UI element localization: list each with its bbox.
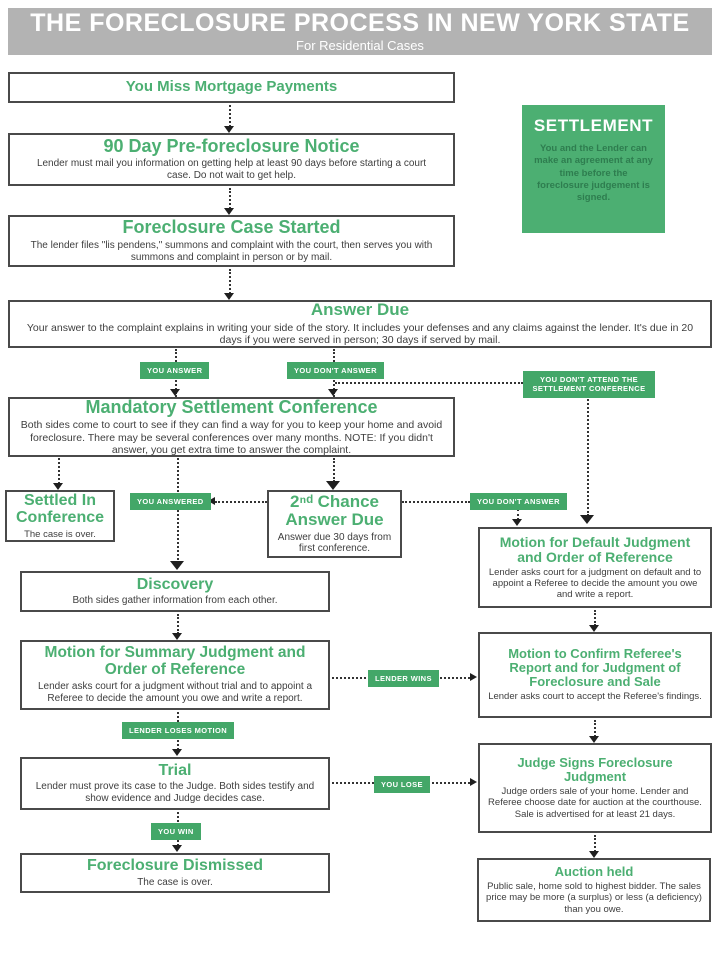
node-auction-title: Auction held: [554, 864, 634, 880]
node-foreclosure-dismissed: Foreclosure Dismissed The case is over.: [20, 853, 330, 893]
connector-second-chance-to-answered: [215, 501, 267, 503]
node-dismissed-body: The case is over.: [137, 876, 213, 888]
node-miss-payments: You Miss Mortgage Payments: [8, 72, 455, 103]
arrowhead-down: [172, 845, 182, 852]
node-confirm-referee: Motion to Confirm Referee's Report and f…: [478, 632, 712, 718]
node-preforeclosure-title: 90 Day Pre-foreclosure Notice: [103, 135, 360, 156]
node-auction-held: Auction held Public sale, home sold to h…: [477, 858, 711, 922]
page-title: THE FORECLOSURE PROCESS IN NEW YORK STAT…: [30, 8, 690, 37]
node-case-started-title: Foreclosure Case Started: [122, 217, 341, 238]
edge-label-you-dont-answer: YOU DON'T ANSWER: [287, 362, 384, 380]
node-settled-title: Settled In Conference: [15, 492, 105, 527]
node-answer-due-body: Your answer to the complaint explains in…: [26, 321, 694, 347]
node-answer-due: Answer Due Your answer to the complaint …: [8, 300, 712, 348]
arrowhead-down: [172, 633, 182, 640]
arrowhead-down: [589, 851, 599, 858]
node-second-chance-body: Answer due 30 days from first conference…: [277, 531, 392, 555]
arrowhead-down: [172, 749, 182, 756]
node-discovery-title: Discovery: [136, 575, 214, 593]
edge-label-lender-loses-motion: LENDER LOSES MOTION: [122, 722, 235, 740]
arrowhead-down: [328, 389, 338, 396]
arrowhead-down: [53, 483, 63, 490]
arrowhead-right: [470, 778, 477, 786]
node-auction-body: Public sale, home sold to highest bidder…: [486, 881, 702, 915]
arrowhead-down: [589, 736, 599, 743]
connector-to-dont-attend: [335, 382, 523, 384]
settlement-callout: SETTLEMENT You and the Lender can make a…: [522, 105, 665, 233]
node-second-chance-title: 2ⁿᵈ Chance Answer Due: [285, 491, 384, 530]
connector-discovery-to-summary: [177, 614, 179, 634]
node-default-judgment-title: Motion for Default Judgment and Order of…: [499, 533, 691, 565]
edge-label-you-lose: YOU LOSE: [374, 776, 430, 794]
node-mandatory-conference: Mandatory Settlement Conference Both sid…: [8, 397, 455, 457]
node-confirm-referee-title: Motion to Confirm Referee's Report and f…: [508, 646, 682, 690]
arrowhead-down: [224, 208, 234, 215]
node-mandatory-conference-body: Both sides come to court to see if they …: [20, 419, 443, 456]
connector-miss-to-notice: [229, 105, 231, 127]
connector-confirm-to-judge: [594, 720, 596, 737]
node-dismissed-title: Foreclosure Dismissed: [86, 857, 264, 875]
node-trial-title: Trial: [158, 762, 192, 780]
node-judge-signs-title: Judge Signs Foreclosure Judgment: [517, 755, 673, 785]
edge-label-you-answer: YOU ANSWER: [140, 362, 210, 380]
arrowhead-down: [512, 519, 522, 526]
node-case-started-body: The lender files "lis pendens," summons …: [30, 239, 433, 263]
connector-second-chance-to-dont-answer: [402, 501, 470, 503]
arrowhead-down: [170, 561, 184, 570]
edge-label-you-win: YOU WIN: [151, 823, 201, 841]
arrowhead-down: [224, 293, 234, 300]
arrowhead-down: [580, 515, 594, 524]
arrowhead-left: [208, 497, 215, 505]
edge-label-lender-wins: LENDER WINS: [368, 670, 439, 688]
node-default-judgment: Motion for Default Judgment and Order of…: [478, 527, 712, 608]
node-preforeclosure-notice: 90 Day Pre-foreclosure Notice Lender mus…: [8, 133, 455, 186]
node-judge-signs-body: Judge orders sale of your home. Lender a…: [488, 786, 702, 820]
connector-case-to-answer: [229, 269, 231, 294]
node-summary-judgment: Motion for Summary Judgment and Order of…: [20, 640, 330, 710]
node-settled-in-conference: Settled In Conference The case is over.: [5, 490, 115, 542]
node-trial-body: Lender must prove its case to the Judge.…: [35, 781, 315, 805]
node-settled-body: The case is over.: [24, 528, 96, 540]
arrowhead-down: [224, 126, 234, 133]
connector-to-settled: [58, 458, 60, 484]
node-summary-judgment-title: Motion for Summary Judgment and Order of…: [44, 644, 306, 679]
arrowhead-right: [470, 673, 477, 681]
node-miss-payments-title: You Miss Mortgage Payments: [125, 78, 338, 96]
node-confirm-referee-body: Lender asks court to accept the Referee'…: [488, 691, 702, 703]
node-answer-due-title: Answer Due: [310, 300, 410, 320]
settlement-body: You and the Lender can make an agreement…: [534, 143, 653, 204]
node-judge-signs: Judge Signs Foreclosure Judgment Judge o…: [478, 743, 712, 833]
connector-to-second-chance: [333, 458, 335, 482]
page-header: THE FORECLOSURE PROCESS IN NEW YORK STAT…: [8, 8, 712, 55]
connector-to-discovery: [177, 458, 179, 564]
node-summary-judgment-body: Lender asks court for a judgment without…: [37, 680, 313, 704]
edge-label-you-answered: YOU ANSWERED: [130, 493, 211, 511]
arrowhead-down: [589, 625, 599, 632]
edge-label-you-dont-attend: YOU DON'T ATTEND THE SETTLEMENT CONFEREN…: [523, 371, 655, 398]
node-discovery-body: Both sides gather information from each …: [72, 595, 278, 607]
connector-dont-attend-to-default: [587, 396, 589, 516]
connector-dont-answer-to-default: [517, 509, 519, 520]
node-case-started: Foreclosure Case Started The lender file…: [8, 215, 455, 267]
connector-notice-to-case: [229, 188, 231, 209]
node-preforeclosure-body: Lender must mail you information on gett…: [36, 158, 427, 182]
node-discovery: Discovery Both sides gather information …: [20, 571, 330, 612]
node-second-chance-answer: 2ⁿᵈ Chance Answer Due Answer due 30 days…: [267, 490, 402, 558]
node-trial: Trial Lender must prove its case to the …: [20, 757, 330, 810]
edge-label-you-dont-answer-2: YOU DON'T ANSWER: [470, 493, 567, 511]
connector-default-to-confirm: [594, 610, 596, 626]
connector-judge-to-auction: [594, 835, 596, 852]
node-default-judgment-body: Lender asks court for a judgment on defa…: [488, 566, 702, 601]
settlement-title: SETTLEMENT: [533, 116, 654, 135]
arrowhead-down: [170, 389, 180, 396]
node-mandatory-conference-title: Mandatory Settlement Conference: [85, 396, 378, 417]
arrowhead-down: [326, 481, 340, 490]
page-subtitle: For Residential Cases: [296, 37, 424, 53]
